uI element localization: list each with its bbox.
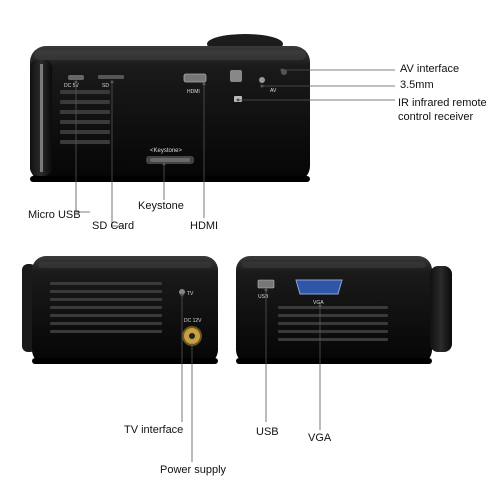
left-side-view: TV DC 12V	[22, 256, 218, 364]
callout-power-supply: Power supply	[160, 464, 227, 476]
usb-port-label: USB	[258, 294, 269, 300]
callout-micro-usb: Micro USB	[28, 209, 81, 221]
sd-port-label: SD	[102, 83, 109, 89]
rear-panel-view: DC 5V SD HDMI AV <Keystone>	[30, 34, 310, 182]
callout-ir-line1: IR infrared remote	[398, 97, 487, 109]
dc12-port-label: DC 12V	[184, 318, 202, 324]
right-side-view: USB VGA	[236, 256, 452, 364]
keystone-knob	[146, 156, 194, 164]
callout-hdmi: HDMI	[190, 220, 219, 232]
av-port-label: AV	[270, 88, 277, 94]
callout-keystone: Keystone	[138, 200, 184, 212]
micro-usb-port	[68, 75, 84, 80]
callout-lines	[74, 68, 395, 462]
keystone-label-device: <Keystone>	[150, 148, 183, 154]
vga-port-label: VGA	[313, 300, 324, 306]
vent-slots	[60, 90, 110, 144]
vga-port	[295, 279, 343, 295]
audio-jack	[259, 77, 265, 83]
sd-card-slot	[98, 75, 124, 79]
usb-port	[257, 279, 275, 289]
av-port	[230, 70, 242, 82]
callout-usb: USB	[256, 426, 279, 438]
side-vents-left	[50, 282, 162, 333]
hdmi-port	[183, 73, 207, 83]
tv-port-label: TV	[187, 291, 194, 297]
callout-sd-card: SD Card	[92, 220, 135, 232]
callout-vga: VGA	[308, 432, 332, 444]
callout-tv-interface: TV interface	[124, 424, 184, 436]
callout-ir-line2: control receiver	[398, 111, 474, 123]
callout-3-5mm: 3.5mm	[400, 79, 434, 91]
tv-port	[179, 289, 185, 295]
callout-av-interface: AV interface	[400, 63, 460, 75]
side-vents-right	[278, 306, 388, 341]
hdmi-port-label: HDMI	[187, 89, 200, 95]
dc-port-label: DC 5V	[64, 83, 79, 89]
